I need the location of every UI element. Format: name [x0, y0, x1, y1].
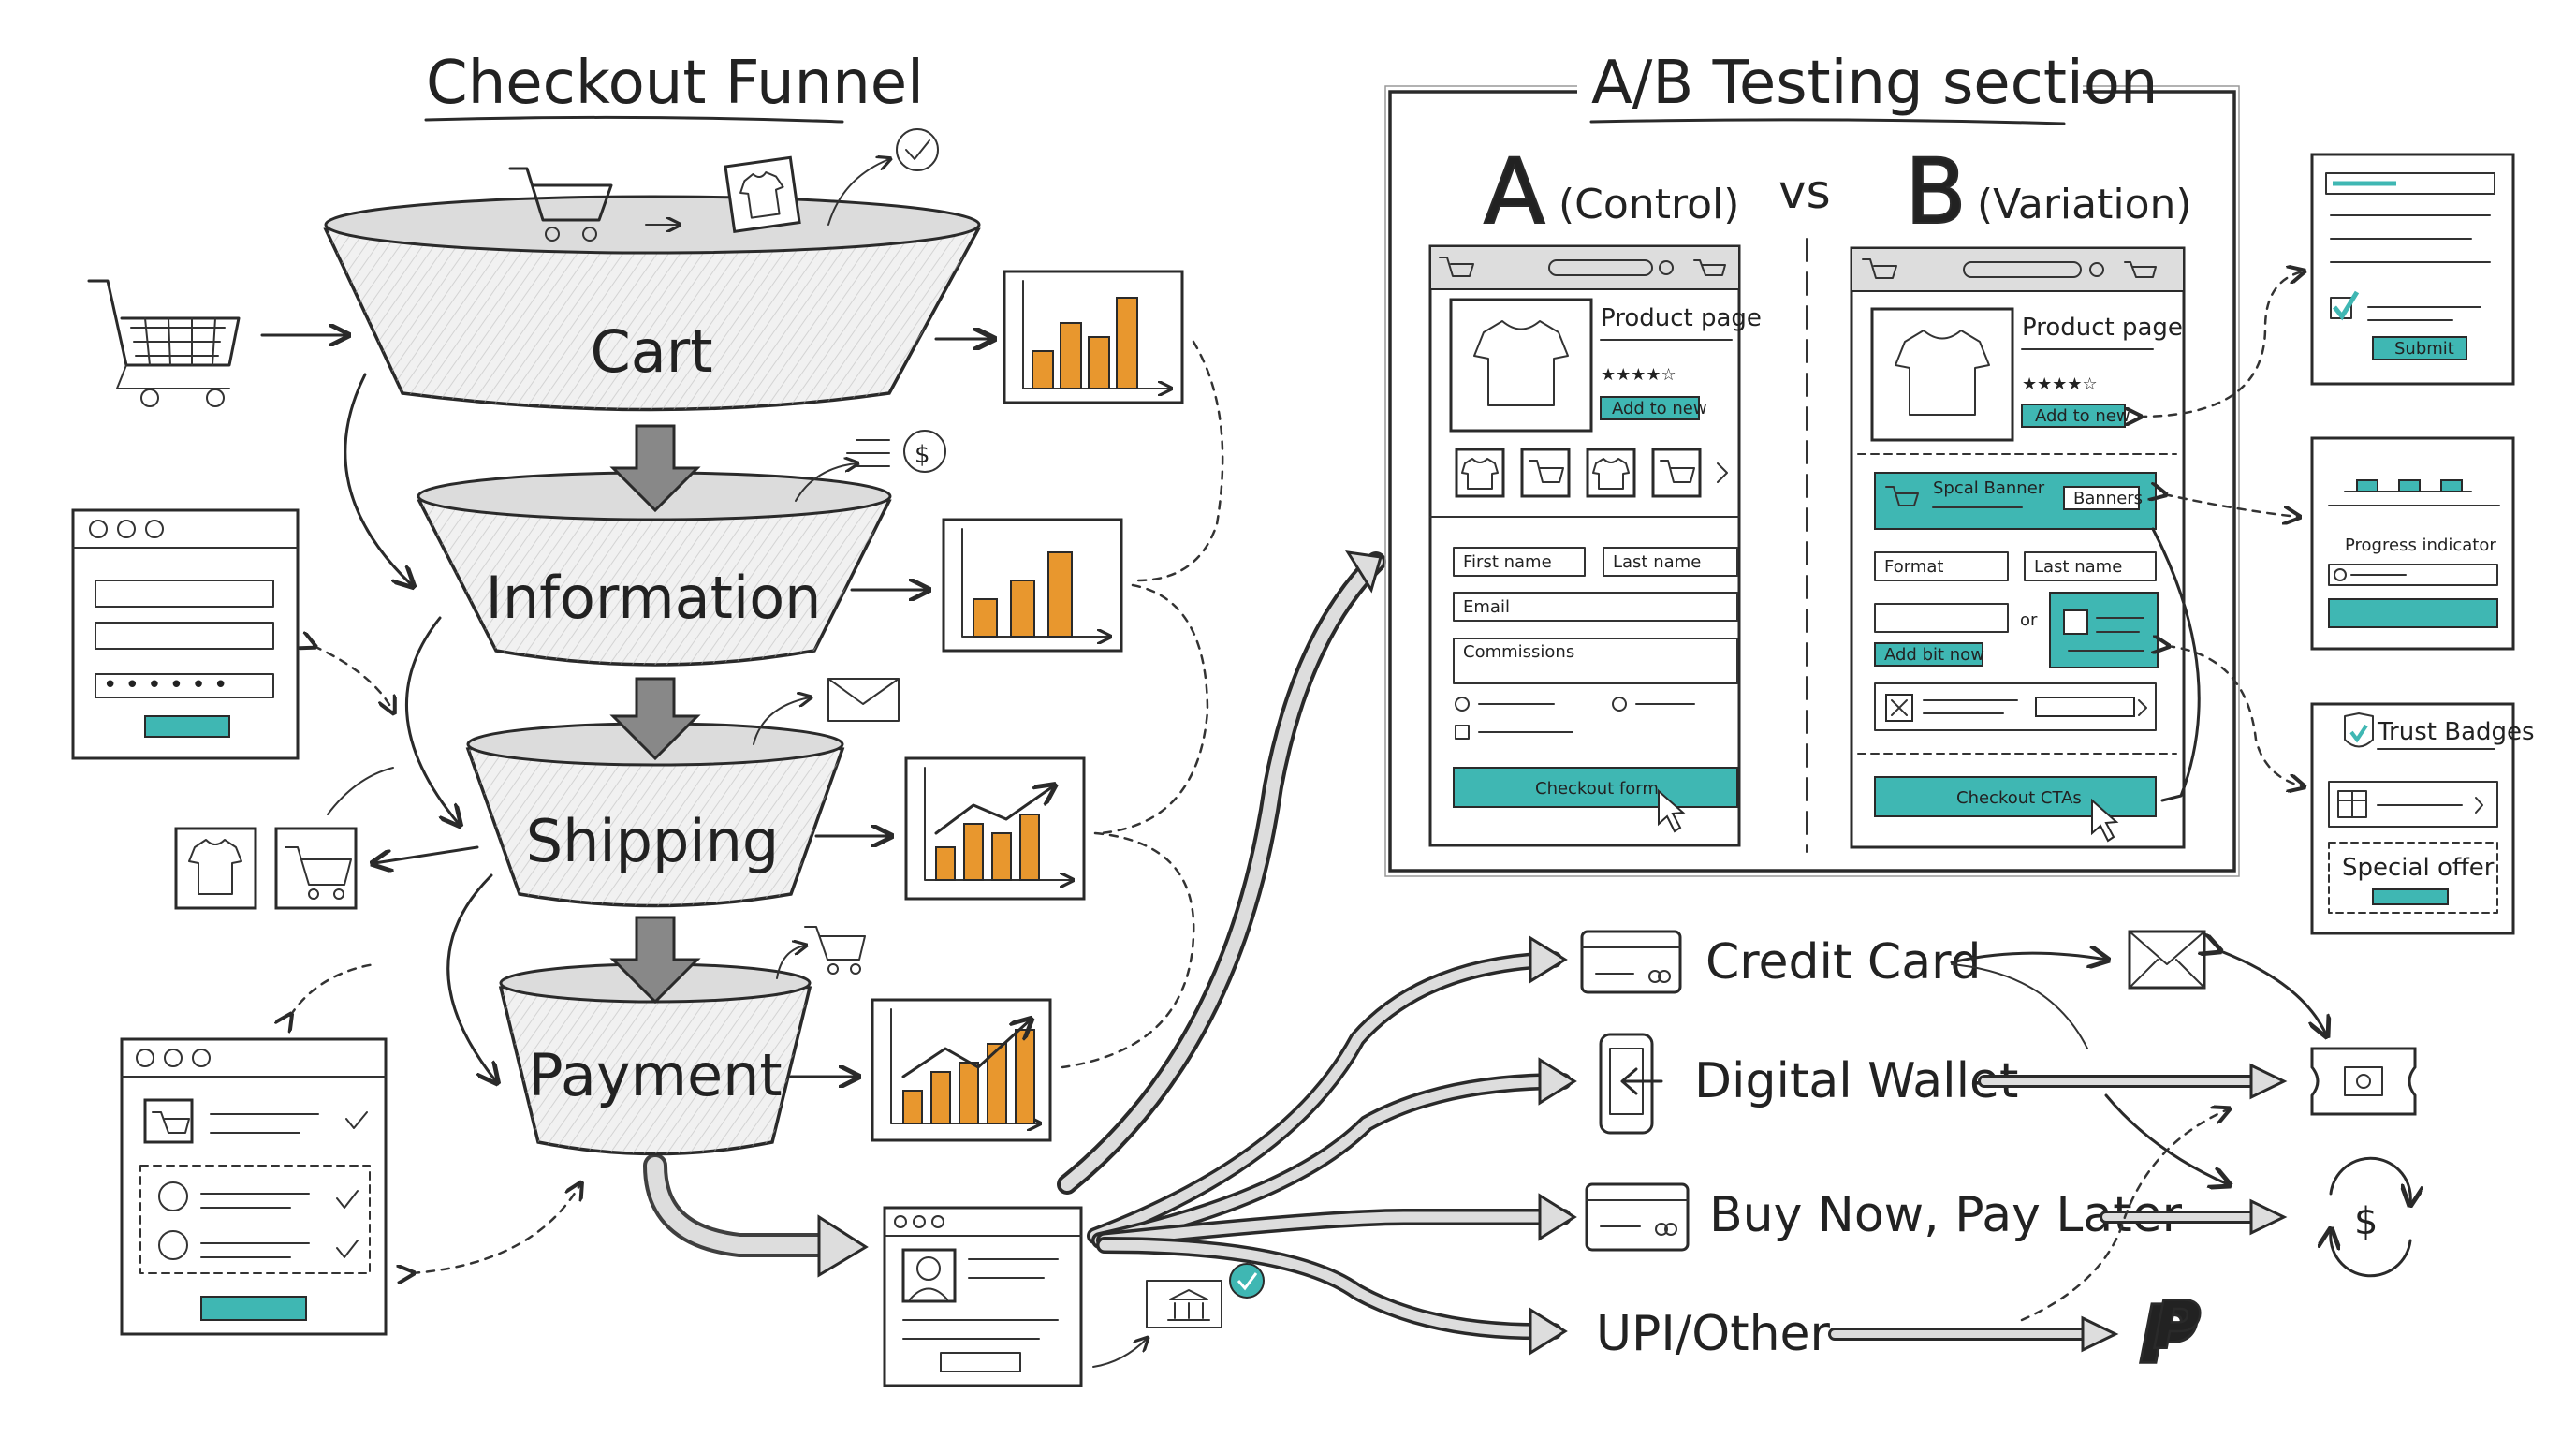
- vs-label: vs: [1778, 165, 1831, 219]
- svg-text:$: $: [915, 441, 930, 469]
- funnel-side-arrow: [344, 373, 412, 585]
- funnel-stage-shipping: Shipping: [465, 722, 845, 908]
- side-card-form: Submit: [2310, 153, 2515, 386]
- variation-stars: ★★★★☆: [2022, 374, 2098, 394]
- check-circle-icon: [896, 128, 939, 171]
- svg-text:• • • • • •: • • • • • •: [103, 671, 227, 699]
- form-card-payment: [120, 1037, 388, 1336]
- variation-checkout-cta[interactable]: [1874, 776, 2157, 817]
- funnel-stage-information: Information: [417, 471, 892, 667]
- control-stars: ★★★★☆: [1601, 365, 1676, 385]
- control-field-first[interactable]: First name: [1463, 552, 1552, 572]
- diagram-title: Checkout Funnel: [426, 49, 924, 118]
- funnel-stage-cart: Cart: [323, 195, 981, 412]
- banner-button[interactable]: [2063, 486, 2140, 510]
- variant-a-label: (Control): [1559, 181, 1739, 228]
- form-submit-button[interactable]: [2372, 336, 2467, 360]
- cursor-icon: [2091, 798, 2119, 843]
- funnel-flow-arrows: [609, 424, 701, 1005]
- cart-icon-payment: [804, 926, 866, 975]
- payment-method-upi[interactable]: UPI/Other: [1596, 1306, 1831, 1362]
- tshirt-icon: [724, 155, 801, 234]
- bank-check-icon: [1146, 1263, 1265, 1328]
- variation-product-title: Product page: [2022, 314, 2183, 342]
- control-field-last[interactable]: Last name: [1613, 552, 1701, 572]
- receipt-ticket-icon: [2310, 1047, 2417, 1116]
- svg-text:P: P: [2153, 1287, 2201, 1364]
- funnel-stage-label: Information: [486, 564, 822, 632]
- variation-field-extra[interactable]: [1874, 603, 2009, 633]
- form-card-info: • • • • • •: [71, 508, 300, 760]
- control-field-comments[interactable]: Commissions: [1463, 642, 1574, 662]
- funnel-stage-label: Cart: [590, 317, 712, 386]
- funnel-stage-label: Shipping: [526, 807, 779, 875]
- side-card-progress: Progress indicator: [2310, 436, 2515, 651]
- variation-add-button-label: Add to new: [2035, 406, 2130, 426]
- trust-badges-label: Trust Badges: [2377, 718, 2535, 746]
- variant-b-label: (Variation): [1977, 181, 2192, 228]
- ab-testing-section: A/B Testing section A (Control) vs B (Va…: [1384, 49, 2240, 877]
- envelope-icon: [827, 678, 900, 722]
- title-underline: [424, 115, 844, 124]
- bar-chart-cart: [1003, 270, 1184, 404]
- tshirt-icon-small: [174, 827, 257, 910]
- or-label: or: [2020, 610, 2038, 630]
- credit-card-icon: [1580, 930, 1682, 994]
- phone-icon: [1599, 1033, 1663, 1135]
- paypal-icon: P P: [2138, 1286, 2203, 1384]
- special-offer-label: Special offer: [2342, 854, 2495, 882]
- bar-chart-shipping: [904, 756, 1086, 901]
- payment-method-bnpl[interactable]: Buy Now, Pay Later: [1585, 1182, 2183, 1252]
- form-submit-label: Submit: [2394, 339, 2454, 359]
- banner-button-label: Banners: [2073, 489, 2143, 508]
- payment-method-label: UPI/Other: [1596, 1306, 1831, 1362]
- control-add-button[interactable]: [1600, 396, 1700, 420]
- control-checkout-cta-label: Checkout form: [1535, 779, 1659, 799]
- svg-text:$: $: [2354, 1200, 2378, 1243]
- payment-method-digital-wallet[interactable]: Digital Wallet: [1599, 1033, 2018, 1135]
- cart-icon: [508, 167, 613, 242]
- payment-method-label: Credit Card: [1705, 934, 1982, 990]
- cursor-icon: [1658, 788, 1686, 833]
- variant-a-letter: A: [1484, 139, 1545, 244]
- variation-mockup: Product page ★★★★☆ Add to new Spcal Bann…: [1850, 246, 2201, 849]
- wallet-card[interactable]: [2049, 592, 2159, 668]
- svg-text:P: P: [2139, 1288, 2198, 1382]
- payment-method-credit-card[interactable]: Credit Card: [1580, 930, 1982, 994]
- variation-field-format[interactable]: Format: [1884, 557, 1943, 577]
- progress-indicator-label: Progress indicator: [2345, 536, 2496, 555]
- variation-add-button[interactable]: [2021, 404, 2126, 428]
- bar-chart-payment: [871, 998, 1052, 1142]
- side-card-trust: Trust Badges Special offer: [2310, 702, 2535, 935]
- payment-method-label: Digital Wallet: [1694, 1053, 2018, 1109]
- ab-section-title: A/B Testing section: [1591, 49, 2158, 118]
- payment-branch-arrows: [1087, 935, 1577, 1356]
- dollar-refresh-icon: $: [2331, 1156, 2411, 1278]
- add-bit-button-label: Add bit now: [1884, 645, 1984, 665]
- cart-icon-small: [274, 827, 358, 910]
- bar-chart-information: [942, 518, 1123, 653]
- funnel-stage-label: Payment: [528, 1041, 782, 1109]
- confirmation-card: [883, 1206, 1083, 1387]
- special-banner-label: Spcal Banner: [1933, 478, 2045, 498]
- envelope-icon-right: [2128, 930, 2206, 990]
- variation-field-last[interactable]: Last name: [2034, 557, 2122, 577]
- control-checkout-cta[interactable]: [1453, 767, 1738, 808]
- add-bit-button[interactable]: [1874, 642, 1983, 667]
- variation-checkout-cta-label: Checkout CTAs: [1956, 788, 2082, 808]
- control-add-button-label: Add to new: [1612, 399, 1707, 418]
- card-icon: [1585, 1182, 1690, 1252]
- funnel: Cart Information Shipping Payment: [323, 195, 981, 1278]
- control-product-title: Product page: [1601, 304, 1762, 332]
- dollar-coin-icon: $: [846, 430, 946, 473]
- control-field-email[interactable]: Email: [1463, 597, 1510, 617]
- variant-b-letter: B: [1905, 139, 1967, 244]
- control-mockup: Product page ★★★★☆ Add to new First name…: [1428, 244, 1762, 847]
- cart-icon-left: [87, 279, 241, 407]
